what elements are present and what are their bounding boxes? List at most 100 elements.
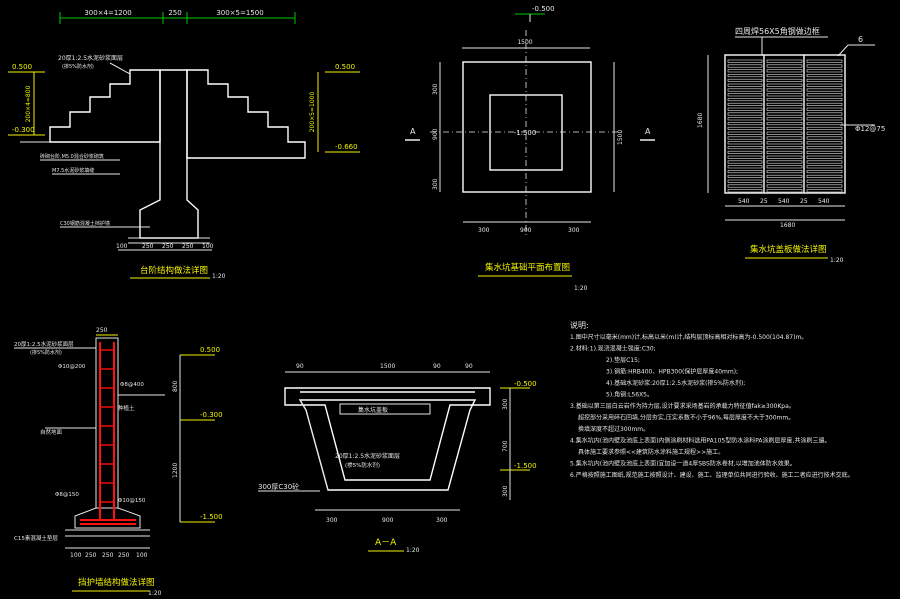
grate-bar <box>766 74 803 78</box>
section-bdim-3: 300 <box>436 517 448 524</box>
notes-line: 3.基础以第三层白云岩作为持力层,设计要求采场基岩的承载力特征值fak≥300K… <box>570 402 795 410</box>
grate-bar <box>806 126 843 130</box>
grate-bar <box>806 83 843 87</box>
notes-line: 换填深度不超过300mm。 <box>578 425 649 433</box>
notes-line: 具体施工要求参照<<建筑防水涂料施工规程>>施工。 <box>578 448 724 456</box>
abutment-right-elev-bottom: -0.660 <box>335 143 358 151</box>
grate-bar <box>766 122 803 126</box>
section-tdim-1: 90 <box>296 363 304 370</box>
grate-bar <box>727 93 763 97</box>
retaining-wall-detail: 250 20厚1:2.5水泥砂浆面层 (掺5%防水剂) Φ10@200 Φ8@4… <box>14 327 223 597</box>
pit-left-dim-2: 900 <box>432 128 439 140</box>
notes-line: 5.集水坑内(池内壁及池底上表面)宜加设一道4厚SBS防水卷材,以增加池体防水效… <box>570 460 796 468</box>
grate-bar <box>806 78 843 82</box>
section-rdim-3: 300 <box>502 485 509 497</box>
grate-bar <box>766 150 803 154</box>
pit-section-mark-right: A <box>645 127 651 136</box>
retaining-note-surface: 20厚1:2.5水泥砂浆面层 <box>14 340 74 348</box>
grate-bar <box>766 102 803 106</box>
grate-bar <box>727 146 763 150</box>
grate-bar <box>727 64 763 68</box>
grate-bar <box>806 184 843 188</box>
grate-bar <box>766 189 803 193</box>
section-rdim-2: 700 <box>502 440 509 452</box>
grate-bar <box>766 88 803 92</box>
grate-bar <box>727 74 763 78</box>
grate-bar <box>806 102 843 106</box>
notes-line: 4.集水坑内(池内壁及池底上表面)内侧涂刷材料选用PA105型防水涂料PA涂刷层… <box>570 437 830 445</box>
grate-height-dim: 1680 <box>697 113 704 128</box>
grate-bdim-5: 540 <box>818 198 830 205</box>
grate-bar <box>766 146 803 150</box>
retaining-rebar-1: Φ10@200 <box>58 364 86 370</box>
grate-bar <box>727 78 763 82</box>
grate-bar <box>766 179 803 183</box>
grate-bar <box>766 93 803 97</box>
retaining-bdim-5: 100 <box>136 552 148 559</box>
grate-bar <box>727 170 763 174</box>
grate-bar <box>727 112 763 116</box>
grate-bar <box>766 160 803 164</box>
grate-detail: 四周焊56X5角钢做边框 6 Φ12@75 1680 540 25 540 25… <box>697 26 885 264</box>
abutment-note-wall: C30钢筋混凝土挡护墙 <box>60 220 110 227</box>
abutment-dim-left: 300×4=1200 <box>84 9 131 17</box>
grate-label: 四周焊56X5角钢做边框 <box>735 26 820 36</box>
section-aa: 90 1500 90 90 集水坑盖板 20厚1:2.5水泥砂浆面层 (掺5%防… <box>258 363 537 554</box>
grate-bar <box>727 59 763 63</box>
abutment-scale: 1:20 <box>212 273 226 280</box>
notes-line: 1.图中尺寸以毫米(mm)计,标高以米(m)计,结构层顶标高相对标高为-0.50… <box>570 333 807 341</box>
abutment-bdim-5: 100 <box>202 243 214 250</box>
retaining-bdim-3: 250 <box>102 552 114 559</box>
notes-line: 4).基础水泥砂浆:20厚1:2.5水泥砂浆(掺5%防水剂); <box>606 379 745 387</box>
grate-bar <box>806 117 843 121</box>
grate-bar <box>766 98 803 102</box>
abutment-dim-right: 300×5=1500 <box>216 9 263 17</box>
abutment-right-vdim: 200×5=1000 <box>309 92 316 133</box>
retaining-elev-mid: -0.300 <box>200 411 223 419</box>
grate-bar <box>806 122 843 126</box>
section-tdim-2: 1500 <box>380 363 395 370</box>
grate-bar <box>766 170 803 174</box>
grate-scale: 1:20 <box>830 257 844 264</box>
retaining-dim-upper: 800 <box>172 380 179 392</box>
abutment-dim-mid: 250 <box>168 9 181 17</box>
grate-bar <box>766 131 803 135</box>
retaining-rebar-4: Φ10@150 <box>118 498 146 504</box>
grate-bar <box>806 112 843 116</box>
grate-bdim-4: 25 <box>800 198 808 205</box>
grate-bar <box>766 64 803 68</box>
grate-bar <box>806 98 843 102</box>
grate-bar <box>727 98 763 102</box>
section-note-waterproof: (掺5%防水剂) <box>345 461 380 469</box>
pit-top-elev: -0.500 <box>532 5 555 13</box>
grate-bar <box>727 165 763 169</box>
grate-bar <box>766 126 803 130</box>
retaining-bdim-2: 250 <box>85 552 97 559</box>
grate-bar <box>766 184 803 188</box>
grate-bar <box>727 126 763 130</box>
grate-bar <box>727 174 763 178</box>
grate-bar <box>766 78 803 82</box>
grate-bar <box>727 83 763 87</box>
grate-bar <box>727 131 763 135</box>
grate-bar <box>806 88 843 92</box>
abutment-bdim-1: 100 <box>116 243 128 250</box>
grate-bar <box>806 165 843 169</box>
grate-bar <box>727 155 763 159</box>
grate-bar <box>727 122 763 126</box>
grate-bar <box>806 107 843 111</box>
grate-bar <box>806 179 843 183</box>
grate-bar <box>766 107 803 111</box>
grate-bar <box>806 64 843 68</box>
grate-total-dim: 1680 <box>780 222 795 229</box>
abutment-left-elev-top: 0.500 <box>12 63 32 71</box>
pit-right-dim: 1500 <box>617 130 624 145</box>
section-wall-note: 300厚C30砼 <box>258 482 299 491</box>
grate-bar <box>806 69 843 73</box>
retaining-ties <box>100 349 114 503</box>
pit-bdim-2: 900 <box>520 227 532 234</box>
abutment-left-vdim: 200×4=800 <box>25 85 32 122</box>
section-tdim-4: 90 <box>465 363 473 370</box>
